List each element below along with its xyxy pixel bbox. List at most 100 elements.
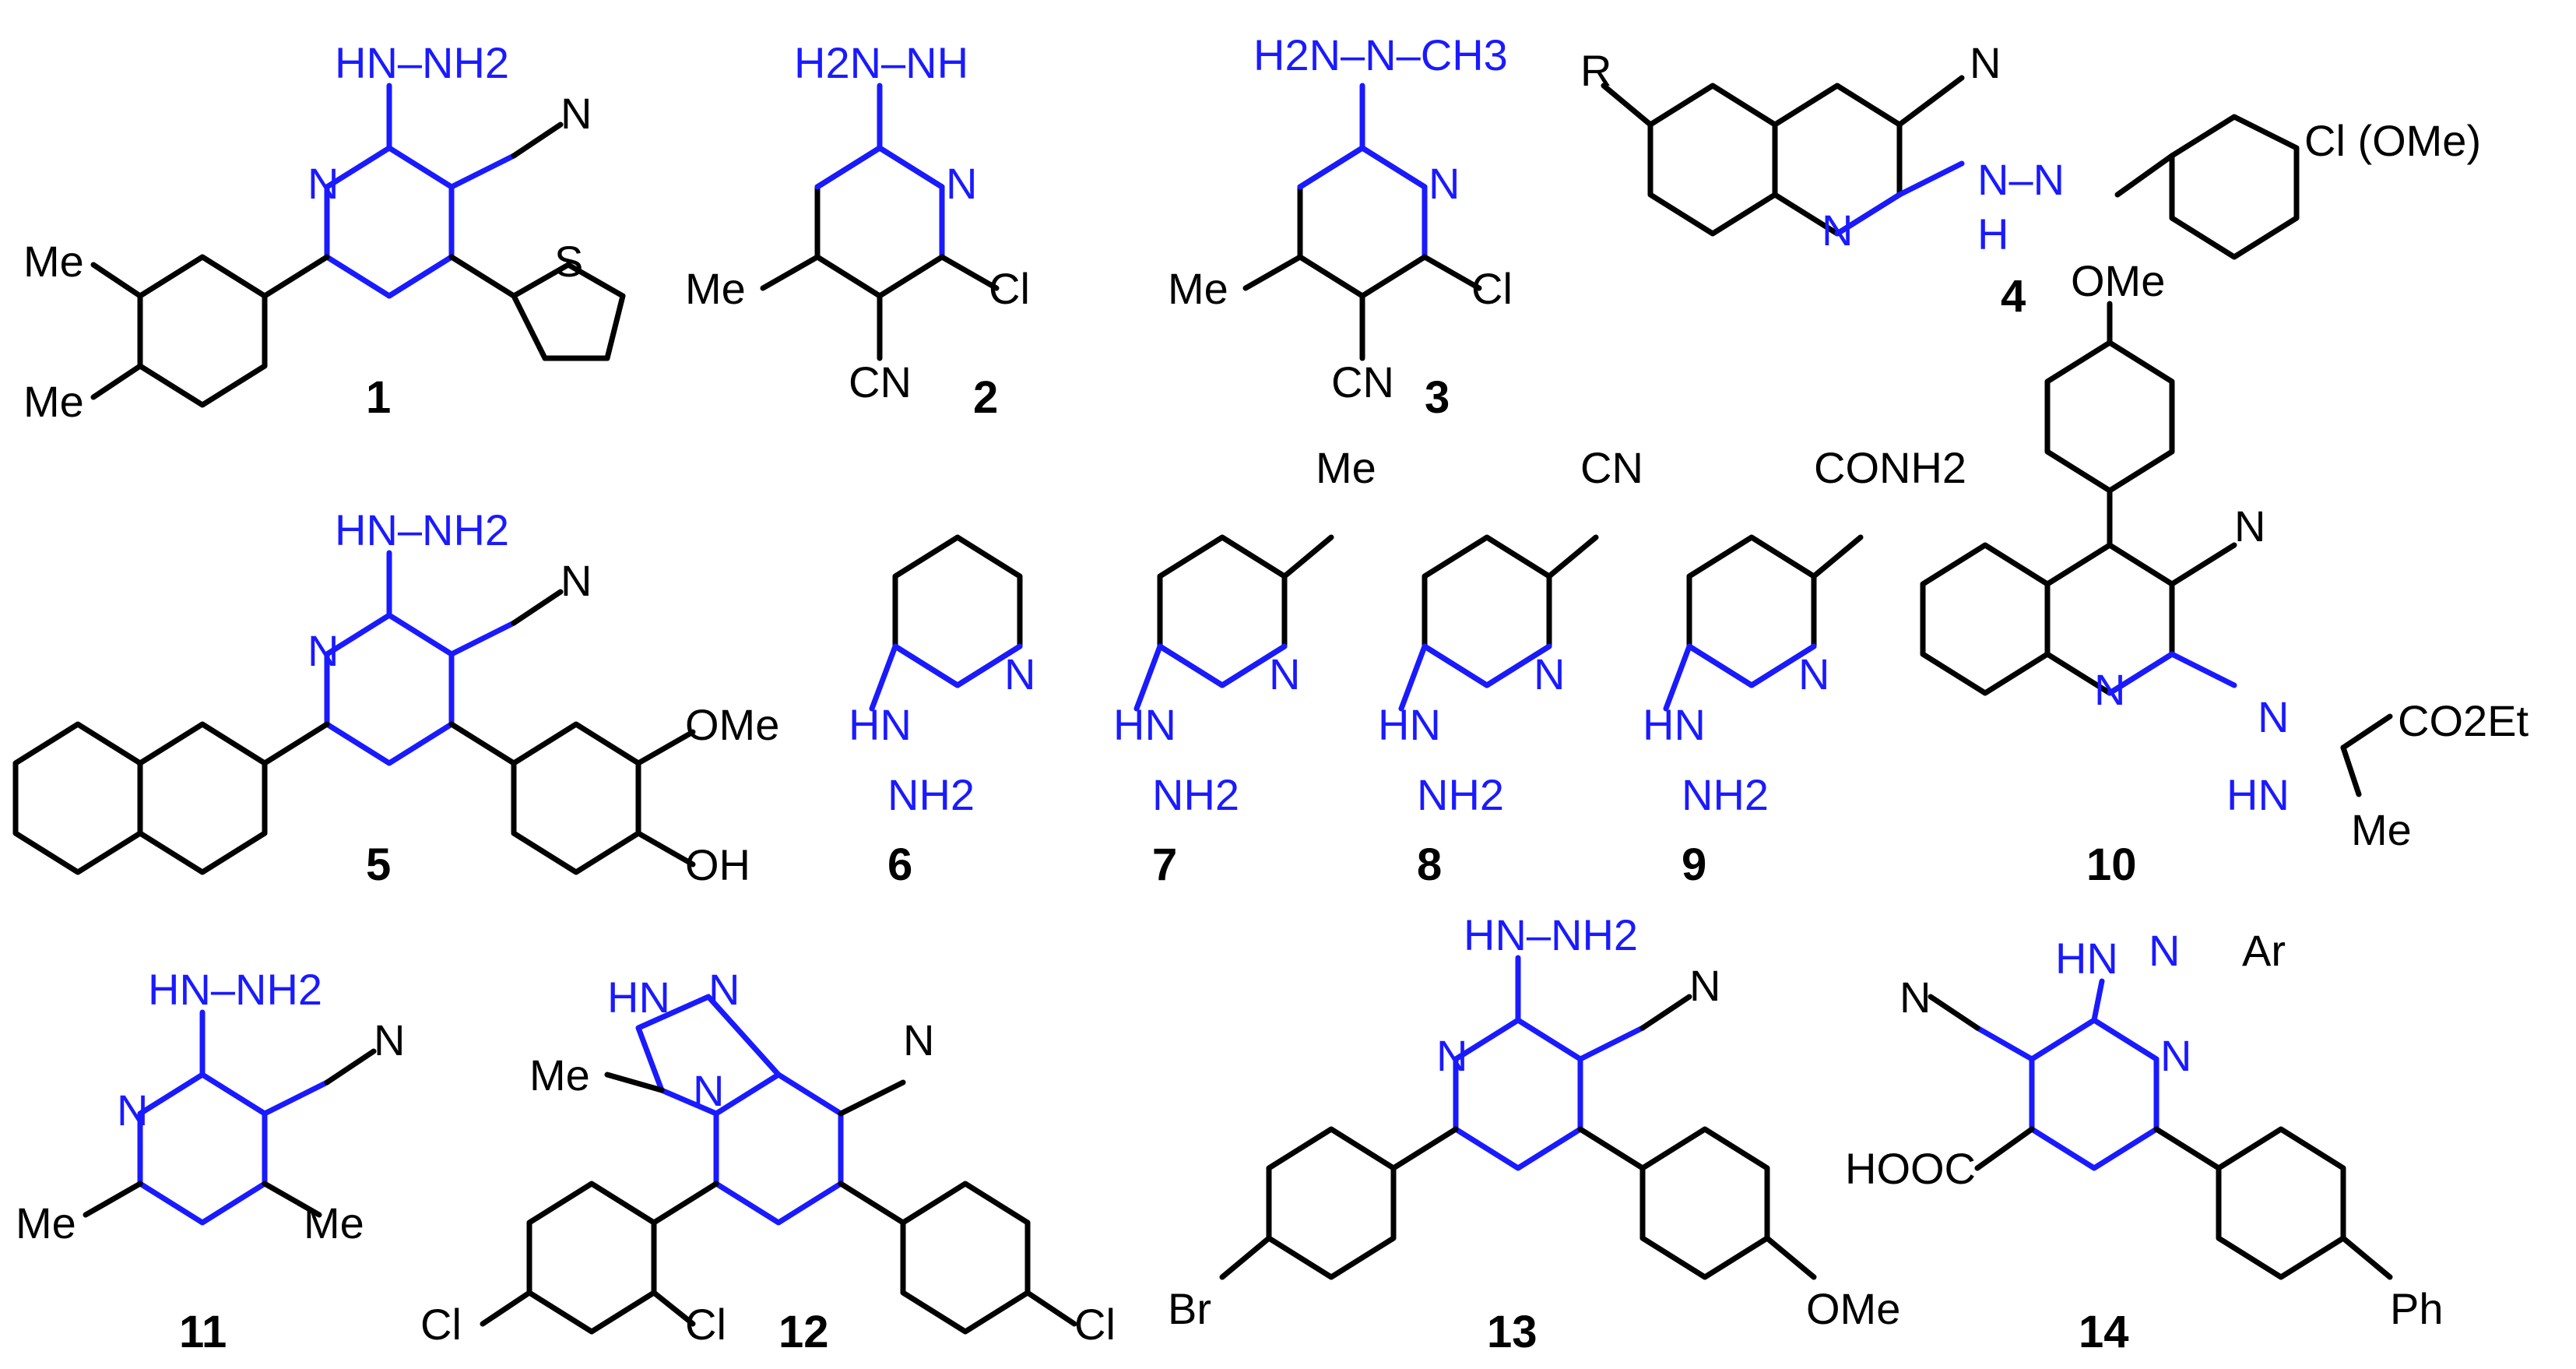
c6-ring-n-label: N	[1004, 649, 1035, 699]
c11-nitrile-n-label: N	[374, 1015, 405, 1065]
compound-10: OMe N N HN N CO2Et Me 10	[1920, 256, 2529, 890]
c5-ring-n-label: N	[308, 626, 339, 675]
c12-cl2-label: Cl	[685, 1300, 726, 1349]
c3-cn-label: CN	[1331, 357, 1394, 406]
c13-ring-n-label: N	[1436, 1031, 1467, 1080]
c3-cl-label: Cl	[1471, 264, 1513, 313]
c2-ring-n-label: N	[946, 159, 977, 208]
c11-ring-n-label: N	[117, 1086, 148, 1135]
c8-nh2-label: NH2	[1417, 770, 1504, 819]
c5-hydrazine-label: HN–NH2	[335, 505, 509, 554]
c10-ring-n-label: N	[2094, 665, 2125, 714]
c1-hydrazine-label: HN–NH2	[335, 38, 509, 87]
compound-6: N HN NH2 6	[849, 534, 1035, 890]
compound-2: H2N–NH N Me Cl CN 2	[685, 38, 1030, 423]
compound-number-10: 10	[2086, 839, 2137, 890]
c2-me-label: Me	[685, 264, 746, 313]
compound-number-12: 12	[778, 1307, 829, 1357]
c2-hydrazine-label: H2N–NH	[794, 38, 968, 87]
c1-me1-label: Me	[23, 237, 84, 286]
c14-hn-label: HN	[2055, 934, 2118, 983]
c14-ph-label: Ph	[2390, 1284, 2444, 1333]
c14-nitrile-n-label: N	[1899, 973, 1931, 1022]
compound-number-1: 1	[366, 372, 391, 423]
c7-hn-label: HN	[1113, 700, 1176, 749]
c3-me-label: Me	[1168, 264, 1228, 313]
c10-hn-label: HN	[2226, 770, 2290, 819]
compound-number-5: 5	[366, 839, 391, 890]
c4-hydrazone-label: N–N	[1977, 155, 2065, 204]
c9-conh2-label: CONH2	[1814, 443, 1966, 492]
c12-hn-label: HN	[607, 973, 670, 1022]
c13-hydrazine-label: HN–NH2	[1464, 910, 1638, 959]
compound-14: HN N Ar N N HOOC Ph 14	[1845, 926, 2444, 1357]
c6-nh2-label: NH2	[887, 770, 975, 819]
c1-thiophene-s-label: S	[554, 237, 583, 286]
c12-cl1-label: Cl	[420, 1300, 462, 1349]
c10-nitrile-n-label: N	[2234, 501, 2265, 551]
c11-me1-label: Me	[16, 1198, 76, 1248]
c5-oh-label: OH	[685, 840, 750, 889]
c13-ome-label: OMe	[1806, 1284, 1900, 1333]
c1-me2-label: Me	[23, 377, 84, 426]
compound-1: HN–NH2 N N S Me Me 1	[23, 38, 626, 426]
c11-me2-label: Me	[304, 1198, 364, 1248]
c7-nh2-label: NH2	[1152, 770, 1239, 819]
c10-me-label: Me	[2351, 805, 2412, 854]
c12-me-label: Me	[529, 1051, 590, 1100]
c14-imine-n-label: N	[2149, 926, 2180, 975]
c13-br-label: Br	[1168, 1284, 1211, 1333]
compound-number-2: 2	[973, 372, 998, 423]
c14-hooc-label: HOOC	[1845, 1144, 1976, 1193]
compound-5: HN–NH2 N N OMe OH 5	[12, 505, 779, 890]
c10-co2et-label: CO2Et	[2398, 696, 2529, 745]
c14-ar-label: Ar	[2242, 926, 2286, 975]
compound-number-3: 3	[1425, 372, 1450, 423]
compound-7: Me N HN NH2 7	[1113, 443, 1376, 890]
c9-ring-n-label: N	[1798, 649, 1829, 699]
c4-substituent-label: Cl (OMe)	[2304, 116, 2481, 165]
compound-number-9: 9	[1682, 839, 1706, 890]
c7-ring-n-label: N	[1269, 649, 1300, 699]
compound-11: HN–NH2 N N Me Me 11	[16, 965, 405, 1357]
c5-ome-label: OMe	[685, 700, 779, 749]
compound-number-8: 8	[1417, 839, 1442, 890]
compound-13: HN–NH2 N N Br OMe 13	[1168, 910, 1900, 1357]
compound-number-6: 6	[887, 839, 912, 890]
compound-number-13: 13	[1487, 1307, 1538, 1357]
c3-hydrazine-label: H2N–N–CH3	[1253, 30, 1508, 79]
compound-12: HN N N Me N Cl Cl Cl 12	[420, 965, 1116, 1357]
c10-imine-n-label: N	[2258, 692, 2289, 741]
compound-number-11: 11	[179, 1307, 227, 1357]
c1-nitrile-n-label: N	[561, 89, 592, 138]
c11-hydrazine-label: HN–NH2	[148, 965, 322, 1014]
c1-ring-n-label: N	[308, 159, 339, 208]
compound-3: H2N–N–CH3 N Me Cl CN 3	[1168, 30, 1513, 423]
c12-bridge-n-label: N	[693, 1066, 724, 1115]
compound-number-7: 7	[1152, 839, 1177, 890]
c4-nitrile-n-label: N	[1970, 38, 2001, 87]
c9-nh2-label: NH2	[1682, 770, 1769, 819]
c8-hn-label: HN	[1378, 700, 1441, 749]
c4-nh-h-label: H	[1977, 209, 2008, 259]
c5-nitrile-n-label: N	[561, 556, 592, 605]
c2-cn-label: CN	[849, 357, 912, 406]
c4-ring-n-label: N	[1822, 206, 1853, 255]
c14-ring-n-label: N	[2160, 1031, 2191, 1080]
c2-cl-label: Cl	[989, 264, 1030, 313]
compound-number-4: 4	[2001, 271, 2026, 322]
c10-ome-label: OMe	[2071, 256, 2165, 305]
c12-cl3-label: Cl	[1074, 1300, 1116, 1349]
c8-cn-label: CN	[1580, 443, 1643, 492]
compound-4: R N N N–N H Cl (OMe) 4	[1580, 38, 2481, 322]
c6-hn-label: HN	[849, 700, 912, 749]
c12-nitrile-n-label: N	[903, 1015, 934, 1065]
compound-9: CONH2 N HN NH2 9	[1643, 443, 1966, 890]
c4-r-label: R	[1580, 46, 1611, 95]
c12-triazole-n-label: N	[708, 965, 740, 1014]
c9-hn-label: HN	[1643, 700, 1706, 749]
compound-number-14: 14	[2079, 1307, 2129, 1357]
c3-ring-n-label: N	[1429, 159, 1460, 208]
c7-me-label: Me	[1316, 443, 1376, 492]
